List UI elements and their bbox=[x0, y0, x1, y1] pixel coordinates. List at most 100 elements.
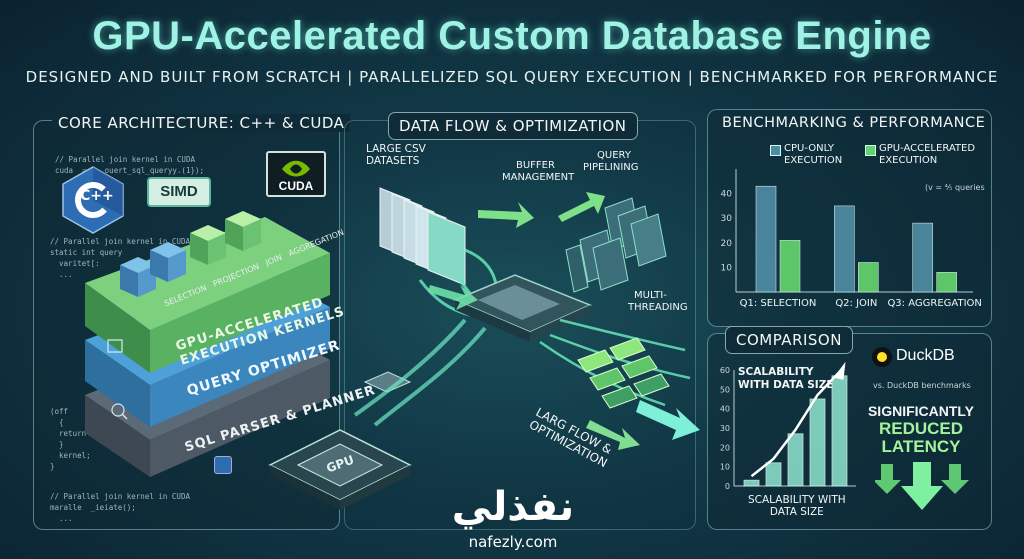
code-line: ... bbox=[50, 270, 73, 279]
y-tick-label: 10 bbox=[720, 463, 730, 472]
bar-cpu bbox=[834, 205, 855, 293]
code-snippet-mid: // Parallel join kernel in CUDA static i… bbox=[50, 225, 190, 280]
code-line: } bbox=[50, 440, 64, 449]
small-chip bbox=[363, 371, 412, 393]
legend-cpu-swatch bbox=[770, 145, 781, 156]
bar-gpu bbox=[779, 240, 801, 293]
buffer-line1: BUFFER bbox=[516, 160, 555, 171]
trend-line bbox=[750, 370, 841, 478]
multithreading-label: MULTI- THREADING bbox=[628, 290, 688, 314]
magnifier-icon bbox=[111, 403, 125, 417]
y-tick-label: 40 bbox=[720, 405, 730, 414]
scalability-bar bbox=[743, 479, 760, 487]
buffer-management-label: BUFFER MANAGEMENT bbox=[502, 160, 574, 184]
y-tick-label: 50 bbox=[720, 385, 730, 394]
buffer-line2: MANAGEMENT bbox=[502, 172, 575, 183]
legend-gpu-line2: EXECUTION bbox=[879, 155, 938, 166]
sig-line2: REDUCED bbox=[878, 419, 964, 438]
operator-cubes bbox=[120, 211, 261, 297]
multi-line2: THREADING bbox=[628, 302, 688, 313]
scal-bottom-line1: SCALABILITY WITH bbox=[748, 494, 846, 506]
duckdb-note: vs. DuckDB benchmarks bbox=[873, 381, 971, 390]
code-line: // Parallel join kernel in CUDA bbox=[50, 237, 190, 246]
benchmark-note: (v = ⅘ queries bbox=[925, 183, 985, 192]
duckdb-logo bbox=[872, 347, 892, 367]
benchmark-title: BENCHMARKING & PERFORMANCE bbox=[722, 115, 986, 131]
output-tiles bbox=[577, 337, 670, 409]
code-line: // Parallel join kernel in CUDA bbox=[55, 155, 195, 164]
code-snippet-top: // Parallel join kernel in CUDA cuda = o… bbox=[55, 143, 204, 176]
pipe-line1: QUERY bbox=[597, 150, 631, 161]
scal-line2: WITH DATA SIZE bbox=[738, 379, 834, 391]
page-subtitle: DESIGNED AND BUILT FROM SCRATCH | PARALL… bbox=[25, 68, 999, 86]
bar-cpu bbox=[912, 222, 933, 293]
y-tick-label: 40 bbox=[721, 190, 733, 200]
pipe-line2: PIPELINING bbox=[583, 162, 639, 173]
watermark-arabic: نفذلي bbox=[451, 484, 575, 530]
x-category-label: Q2: JOIN bbox=[835, 298, 877, 309]
legend-gpu-line1: GPU-ACCELERATED bbox=[879, 143, 976, 154]
data-flow-title: DATA FLOW & OPTIMIZATION bbox=[388, 112, 638, 140]
code-line: ... bbox=[50, 514, 73, 523]
y-tick-label: 20 bbox=[720, 443, 730, 452]
code-line: cuda = ouert_sql_queryy.(1}); bbox=[55, 166, 205, 175]
code-line: return bbox=[50, 429, 87, 438]
comparison-title: COMPARISON bbox=[725, 326, 853, 354]
scal-bottom-line2: DATA SIZE bbox=[769, 506, 824, 518]
bar-cpu bbox=[755, 185, 777, 293]
watermark-latin: nafezly.com bbox=[468, 533, 558, 551]
simd-badge: SIMD bbox=[147, 177, 211, 207]
execution-kernels-layer bbox=[85, 217, 330, 373]
central-processor-chip bbox=[453, 274, 592, 342]
code-line: varitet[: bbox=[50, 259, 100, 268]
cpp-logo-icon bbox=[62, 166, 124, 234]
duckdb-label: DuckDB bbox=[896, 347, 955, 364]
x-category-label: Q1: SELECTION bbox=[740, 298, 817, 309]
cuda-logo: CUDA bbox=[266, 151, 326, 197]
x-category-label: Q3: AGGREGATION bbox=[887, 298, 981, 309]
scalability-bottom-label: SCALABILITY WITH DATA SIZE bbox=[748, 494, 846, 518]
code-line: { bbox=[50, 418, 64, 427]
duckdb-dot-icon bbox=[877, 352, 887, 362]
bar-gpu bbox=[858, 262, 879, 293]
y-tick-label: 10 bbox=[721, 263, 733, 273]
cpp-logo-text: C++ bbox=[80, 188, 114, 204]
scalability-inner-label: SCALABILITY WITH DATA SIZE bbox=[738, 366, 834, 392]
comparison-panel bbox=[707, 333, 992, 530]
y-tick-label: 20 bbox=[721, 239, 733, 249]
pipeline-tiles bbox=[565, 197, 667, 293]
code-line: maralle _ieiate(); bbox=[50, 503, 136, 512]
reduced-latency-callout: SIGNIFICANTLY REDUCED LATENCY bbox=[860, 402, 982, 456]
y-tick-label: 30 bbox=[720, 424, 730, 433]
scal-line1: SCALABILITY bbox=[738, 366, 814, 378]
cuda-label: CUDA bbox=[278, 179, 314, 193]
code-snippet-bottom: // Parallel join kernel in CUDA maralle … bbox=[50, 480, 190, 524]
window-icon bbox=[107, 339, 123, 353]
down-arrows-icon bbox=[875, 462, 969, 510]
code-line: static int query bbox=[50, 248, 123, 257]
small-cpp-icon bbox=[214, 456, 232, 474]
legend-gpu-swatch bbox=[865, 145, 876, 156]
csv-sheets bbox=[379, 187, 466, 286]
data-flow-diagram bbox=[353, 187, 700, 450]
scalability-bar bbox=[787, 433, 804, 487]
code-line: } bbox=[50, 462, 55, 471]
legend-cpu-line2: EXECUTION bbox=[784, 155, 843, 166]
bar-gpu bbox=[936, 272, 957, 293]
scalability-bar bbox=[765, 462, 782, 487]
csv-datasets-label: LARGE CSV DATASETS bbox=[366, 143, 426, 167]
trend-arrowhead bbox=[833, 362, 846, 380]
csv-line1: LARGE CSV bbox=[366, 143, 426, 155]
sig-line1: SIGNIFICANTLY bbox=[867, 403, 975, 419]
multi-line1: MULTI- bbox=[634, 290, 667, 301]
legend-cpu-line1: CPU-ONLY bbox=[784, 143, 834, 154]
y-tick-label: 30 bbox=[721, 214, 733, 224]
core-architecture-title: CORE ARCHITECTURE: C++ & CUDA bbox=[52, 114, 351, 132]
sig-line3: LATENCY bbox=[881, 437, 961, 456]
code-line: // Parallel join kernel in CUDA bbox=[50, 492, 190, 501]
y-tick-label: 0 bbox=[725, 482, 730, 491]
csv-line2: DATASETS bbox=[366, 155, 420, 167]
code-line: kernel; bbox=[50, 451, 91, 460]
query-pipelining-label: QUERY PIPELINING bbox=[583, 150, 639, 174]
y-tick-label: 60 bbox=[720, 366, 730, 375]
